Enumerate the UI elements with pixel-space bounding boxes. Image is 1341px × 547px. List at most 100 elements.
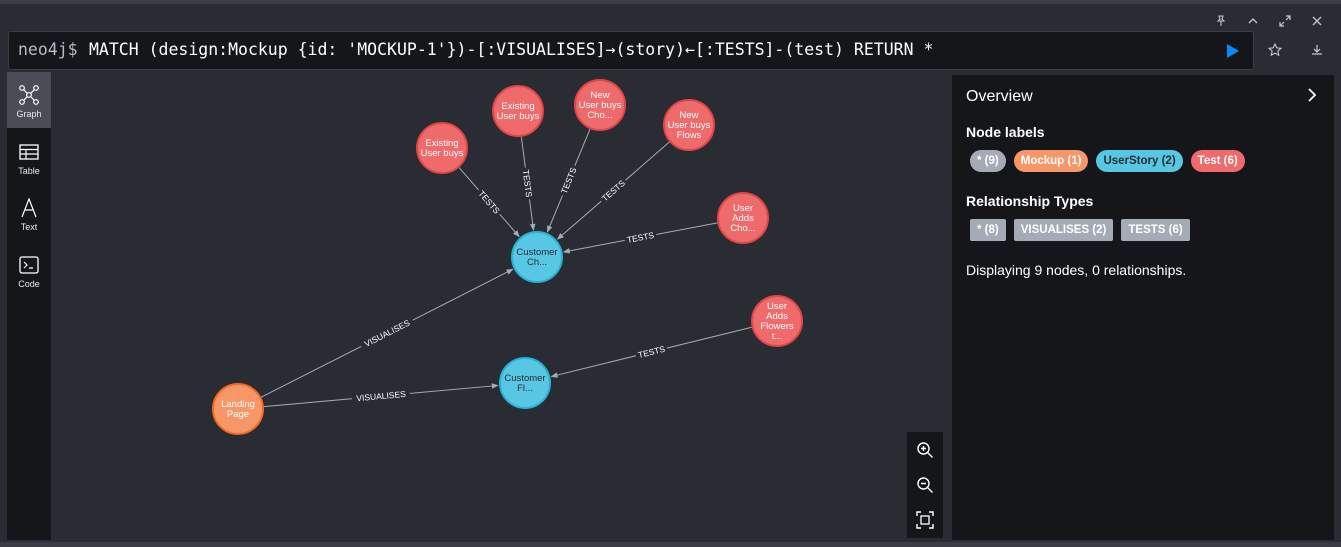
zoom-controls [907, 432, 943, 538]
node-circle[interactable] [717, 192, 769, 244]
graph-node-userstory[interactable]: CustomerFl... [499, 357, 551, 409]
node-circle[interactable] [751, 295, 803, 347]
pin-icon[interactable] [1205, 10, 1237, 32]
relationship-type-text: VISUALISES [356, 389, 407, 403]
node-label-pill[interactable]: * (9) [970, 150, 1006, 172]
window-top-strip [0, 0, 1341, 4]
node-caption: Cho... [730, 223, 755, 234]
editor-prompt: neo4j$ [18, 40, 78, 59]
nav-table-label: Table [18, 165, 40, 176]
relationship-type-pill[interactable]: * (8) [970, 219, 1006, 241]
node-caption: User [767, 301, 787, 312]
relationship-type-text: TESTS [600, 178, 627, 204]
nav-text[interactable]: Text [7, 185, 51, 241]
window-bottom-strip [0, 542, 1341, 547]
graph-icon [18, 82, 40, 108]
close-icon[interactable] [1301, 10, 1333, 32]
overview-panel: Overview Node labels * (9) Mockup (1) User… [952, 75, 1334, 540]
node-caption: t... [772, 331, 783, 342]
node-label-pill[interactable]: UserStory (2) [1096, 150, 1183, 172]
node-circle[interactable] [574, 79, 626, 131]
node-circle[interactable] [212, 383, 264, 435]
nav-text-label: Text [20, 221, 38, 232]
node-caption: Existing [501, 101, 534, 112]
node-circle[interactable] [511, 231, 563, 283]
node-circle[interactable] [416, 122, 468, 174]
nav-graph[interactable]: Graph [7, 72, 51, 128]
relationship-type-pill[interactable]: VISUALISES (2) [1013, 219, 1114, 241]
table-icon [19, 139, 39, 165]
download-icon [1312, 45, 1322, 55]
relationship-type-text: TESTS [476, 189, 502, 216]
overview-summary: Displaying 9 nodes, 0 relationships. [966, 262, 1187, 278]
node-caption: New [590, 90, 609, 101]
nav-code[interactable]: Code [7, 242, 51, 298]
relationship-type-text: TESTS [521, 169, 534, 198]
relationship-label: VISUALISES [358, 314, 416, 352]
overview-title: Overview [966, 88, 1033, 105]
relationship-label: TESTS [474, 186, 505, 219]
node-caption: Customer [504, 373, 545, 384]
zoom-out-icon[interactable] [913, 473, 937, 497]
node-caption: Page [227, 409, 249, 420]
node-caption: Customer [516, 247, 557, 258]
query-text[interactable]: MATCH (design:Mockup {id: 'MOCKUP-1'})-[… [89, 40, 934, 59]
view-switcher: Graph Table Text Code [7, 72, 51, 540]
node-circle[interactable] [499, 357, 551, 409]
relationship-label: TESTS [557, 163, 581, 198]
node-caption: User buys [497, 111, 540, 122]
relationship-type-text: TESTS [559, 166, 579, 195]
favorite-button[interactable] [1260, 37, 1290, 63]
node-caption: User buys [668, 120, 711, 131]
query-editor[interactable]: neo4j$ MATCH (design:Mockup {id: 'MOCKUP… [8, 31, 1254, 70]
fit-icon[interactable] [913, 508, 937, 532]
node-caption: User [733, 203, 753, 214]
nav-code-label: Code [18, 278, 40, 289]
relationship-type-text: VISUALISES [363, 317, 412, 349]
play-icon [1227, 44, 1239, 58]
collapse-icon[interactable] [1237, 10, 1269, 32]
node-label-list: * (9) Mockup (1) UserStory (2) Test (6) [970, 150, 1245, 172]
node-label-pill[interactable]: Mockup (1) [1013, 150, 1089, 172]
relationship-label: VISUALISES [351, 387, 411, 405]
text-icon [20, 195, 38, 221]
node-circle[interactable] [492, 85, 544, 137]
node-caption: Cho... [587, 110, 612, 121]
graph-node-userstory[interactable]: CustomerCh... [511, 231, 563, 283]
relationship-type-list: * (8) VISUALISES (2) TESTS (6) [970, 219, 1190, 241]
node-caption: User buys [579, 100, 622, 111]
relationship-label: TESTS [634, 342, 669, 362]
node-caption: Flowers [760, 321, 794, 332]
frame-toolbar [0, 4, 1341, 30]
expand-icon[interactable] [1269, 10, 1301, 32]
graph-node-test[interactable]: UserAddsFlowerst... [751, 295, 803, 347]
graph-node-test[interactable]: UserAddsCho... [717, 192, 769, 244]
node-labels-heading: Node labels [966, 124, 1045, 140]
node-caption: Adds [732, 213, 754, 224]
node-caption: New [679, 110, 698, 121]
node-caption: Adds [766, 311, 788, 322]
relationship-label: TESTS [597, 175, 630, 206]
relationship-label: TESTS [519, 166, 536, 201]
node-circle[interactable] [663, 99, 715, 151]
node-caption: Fl... [517, 383, 533, 394]
star-icon [1268, 43, 1282, 57]
run-button[interactable] [1223, 41, 1243, 61]
download-button[interactable] [1302, 37, 1332, 63]
relationship-type-pill[interactable]: TESTS (6) [1121, 219, 1190, 241]
nav-graph-label: Graph [16, 108, 42, 119]
node-label-pill[interactable]: Test (6) [1190, 150, 1245, 172]
nav-table[interactable]: Table [7, 129, 51, 185]
node-caption: Existing [425, 138, 458, 149]
node-caption: Landing [221, 399, 255, 410]
chevron-right-icon[interactable] [1304, 86, 1320, 104]
node-caption: User buys [421, 148, 464, 159]
zoom-in-icon[interactable] [913, 438, 937, 462]
